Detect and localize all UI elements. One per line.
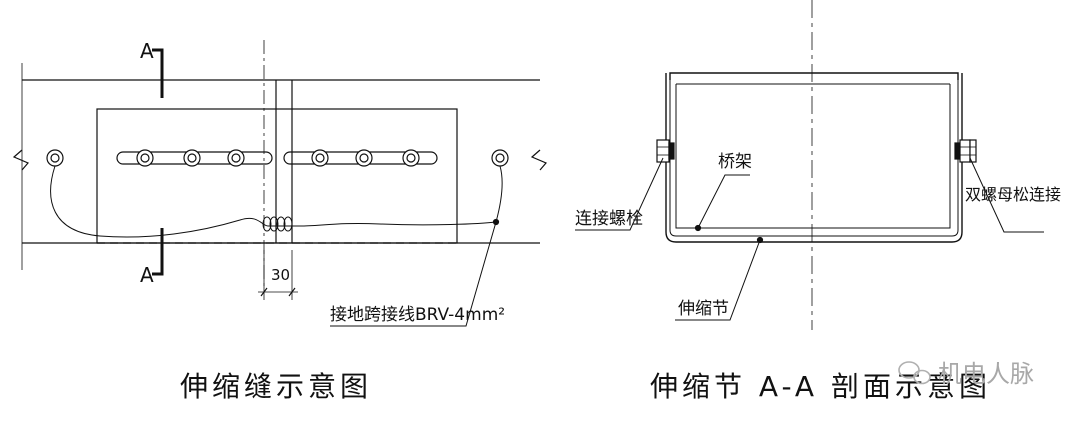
watermark: 机电人脉 [898, 360, 1034, 388]
section-mark-top: A [140, 39, 154, 63]
expansion-piece-body [665, 73, 963, 243]
bolt-hole [231, 153, 241, 163]
jumper-wire-label: 接地跨接线BRV-4mm² [330, 305, 505, 325]
watermark-text: 机电人脉 [938, 360, 1034, 388]
double-nut-right-outer [969, 139, 977, 163]
bolt-hole [315, 153, 325, 163]
ground-bolt-hole [50, 153, 60, 163]
wire-coil [276, 216, 286, 232]
wire-coil [262, 216, 272, 232]
section-marker-bottom [152, 228, 164, 276]
tray-inner-wall [675, 84, 951, 229]
bolt-leader-line [575, 157, 664, 231]
ground-bolt-hole [495, 153, 505, 163]
jumper-leader-line [330, 221, 497, 327]
double-nut-label: 双螺母松连接 [965, 185, 1061, 204]
right-caption: 伸缩节 A-A 剖面示意图 [650, 370, 991, 403]
break-symbol-right [530, 149, 547, 171]
expansion-piece-label: 伸缩节 [678, 299, 729, 319]
tray-leader-dot [694, 224, 702, 232]
bolt-hole [140, 153, 150, 163]
wire-coil [269, 216, 279, 232]
section-marker-top [152, 48, 164, 98]
tray-body [669, 80, 959, 237]
double-nut-leader-line [969, 157, 1044, 233]
gap-dimension-value: 30 [271, 266, 290, 284]
tray-label: 桥架 [718, 152, 752, 172]
bolt-head-left [668, 142, 675, 160]
expansion-piece-top-lip [669, 72, 959, 80]
dim-tick-right [288, 287, 296, 297]
expansion-leader-dot [756, 236, 764, 244]
left-plan-view [12, 40, 547, 327]
double-nut-right [959, 139, 971, 163]
splice-plate [96, 108, 458, 244]
dim-tick-left [260, 287, 268, 297]
section-mark-bottom: A [140, 263, 154, 287]
bolt-hole [406, 153, 416, 163]
bolt-hole [187, 153, 197, 163]
tray-leader-line [697, 174, 750, 229]
bolt-label: 连接螺栓 [575, 209, 643, 229]
bolt-hole [359, 153, 369, 163]
wire-coil [283, 216, 293, 232]
expansion-leader-line [675, 239, 761, 321]
bolt-head-right [954, 142, 961, 160]
left-caption: 伸缩缝示意图 [180, 370, 372, 403]
break-symbol-left [12, 149, 29, 171]
right-section-view [575, 0, 1044, 330]
ground-jumper-wire [50, 165, 503, 238]
wechat-icon [898, 361, 931, 385]
